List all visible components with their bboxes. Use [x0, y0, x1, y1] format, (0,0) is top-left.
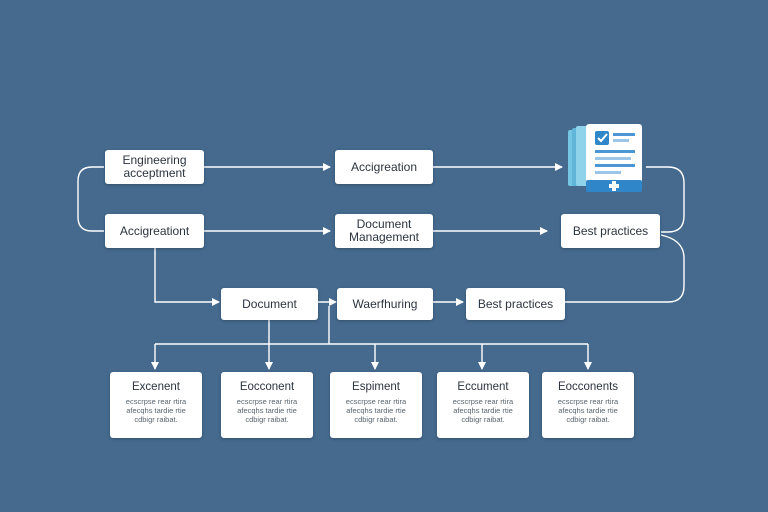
arrow-accigreationt-to-document — [154, 248, 220, 306]
node-accigreation-label: Accigreation — [350, 159, 418, 174]
node-best-practices-middle-label: Best practices — [477, 296, 554, 311]
document-checklist-icon — [568, 124, 642, 192]
node-document-management[interactable]: Document Management — [335, 214, 433, 248]
loop-right-top — [646, 166, 685, 233]
node-waerfhuring-label: Waerfhuring — [352, 296, 418, 311]
node-accigreationt[interactable]: Accigreationt — [105, 214, 204, 248]
card-title: Espiment — [352, 381, 400, 393]
node-best-practices-right[interactable]: Best practices — [561, 214, 660, 248]
node-accigreationt-label: Accigreationt — [119, 223, 190, 238]
card-eccument[interactable]: Eccument ecscrpse rear rtira afecqhs tar… — [437, 372, 529, 438]
loop-left — [77, 166, 104, 232]
node-best-practices-right-label: Best practices — [572, 223, 649, 238]
node-document-management-line1: Document — [356, 217, 412, 231]
node-best-practices-middle[interactable]: Best practices — [466, 288, 565, 320]
node-engineering-line2: acceptment — [123, 166, 186, 180]
node-document[interactable]: Document — [221, 288, 318, 320]
card-body: ecscrpse rear rtira afecqhs tardie rtie … — [236, 397, 298, 424]
card-body: ecscrpse rear rtira afecqhs tardie rtie … — [557, 397, 619, 424]
card-title: Eccument — [457, 381, 509, 393]
card-body: ecscrpse rear rtira afecqhs tardie rtie … — [345, 397, 407, 424]
node-engineering-acceptment[interactable]: Engineering acceptment — [105, 150, 204, 184]
card-title: Eocconents — [557, 381, 619, 393]
card-espiment[interactable]: Espiment ecscrpse rear rtira afecqhs tar… — [330, 372, 422, 438]
card-eocconents[interactable]: Eocconents ecscrpse rear rtira afecqhs t… — [542, 372, 634, 438]
node-accigreation[interactable]: Accigreation — [335, 150, 433, 184]
node-document-label: Document — [242, 296, 297, 311]
node-engineering-line1: Engineering — [122, 153, 187, 167]
card-eocconent[interactable]: Eocconent ecscrpse rear rtira afecqhs ta… — [221, 372, 313, 438]
card-title: Excenent — [132, 381, 180, 393]
node-waerfhuring[interactable]: Waerfhuring — [337, 288, 433, 320]
card-title: Eocconent — [239, 381, 295, 393]
node-document-management-line2: Management — [348, 230, 420, 244]
loop-right-bottom — [565, 234, 685, 303]
card-body: ecscrpse rear rtira afecqhs tardie rtie … — [452, 397, 514, 424]
card-body: ecscrpse rear rtira afecqhs tardie rtie … — [125, 397, 187, 424]
card-excenent[interactable]: Excenent ecscrpse rear rtira afecqhs tar… — [110, 372, 202, 438]
